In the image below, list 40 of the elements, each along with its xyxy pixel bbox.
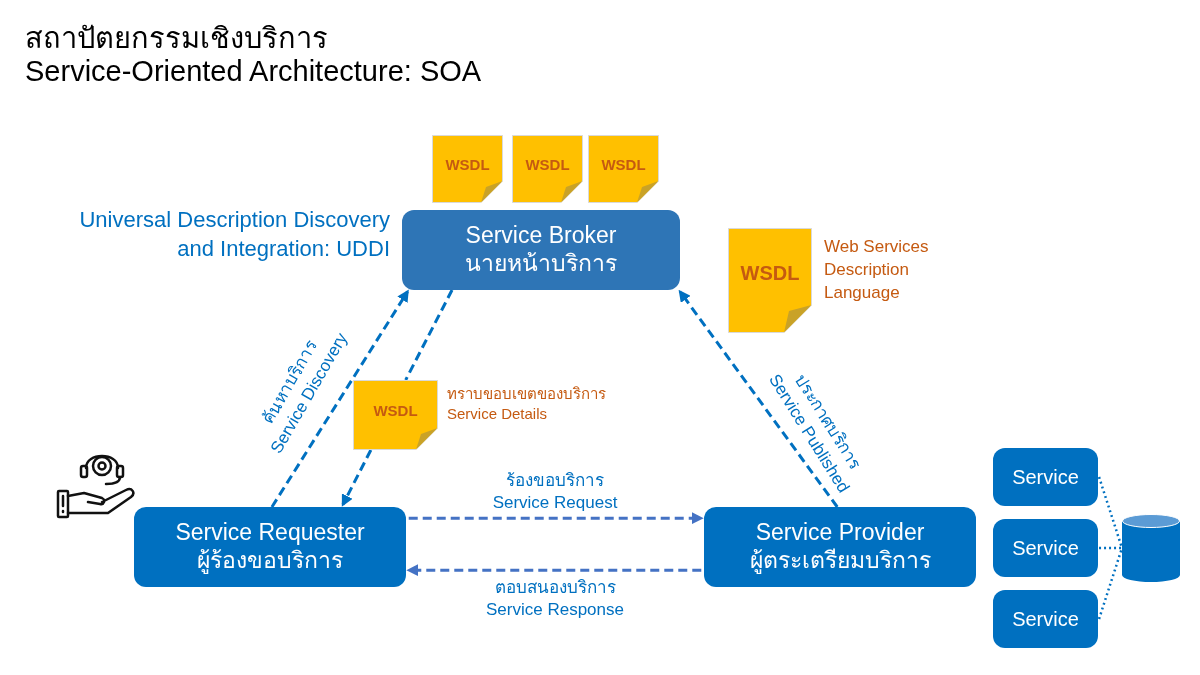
doc-label: WSDL <box>740 262 800 285</box>
doc-label: WSDL <box>445 155 490 173</box>
box-title: Service Broker <box>465 222 617 250</box>
box-title: Service <box>1012 465 1079 489</box>
box-title: Service Requester <box>175 519 365 547</box>
arrow <box>678 289 839 508</box>
box-subtitle: ผู้ร้องขอบริการ <box>197 547 343 575</box>
box-subtitle: นายหน้าบริการ <box>465 250 617 278</box>
doc-label: WSDL <box>373 401 418 419</box>
doc-label: WSDL <box>601 155 646 173</box>
service-box <box>134 507 406 587</box>
note-text: Service Details <box>447 404 549 425</box>
arrow <box>341 449 373 507</box>
service-box <box>704 507 976 587</box>
note-text: ทราบขอบเขตของบริการ <box>447 384 607 404</box>
arrow <box>406 564 702 577</box>
document-note <box>512 135 583 203</box>
box-subtitle: ผู้ตระเตรียมบริการ <box>749 547 931 575</box>
service-box <box>402 210 680 290</box>
connector-line <box>404 289 454 381</box>
box-title: Service Provider <box>755 519 925 547</box>
arrow <box>270 289 409 508</box>
box-title: Service <box>1012 607 1079 631</box>
database-cylinder <box>1122 514 1180 582</box>
document-note <box>353 380 438 450</box>
arrow <box>408 512 704 525</box>
note-text: Web Services Description Language <box>824 236 930 304</box>
connector-line <box>1097 547 1124 620</box>
connector-line <box>1097 476 1124 549</box>
document-note <box>588 135 659 203</box>
document-note <box>728 228 812 333</box>
box-title: Service <box>1012 536 1079 560</box>
service-box <box>993 448 1098 506</box>
doc-label: WSDL <box>525 155 570 173</box>
document-note <box>432 135 503 203</box>
uddi-label: Universal Description Discovery and Integration: UDDI <box>78 206 390 263</box>
title: สถาปัตยกรรมเชิงบริการ Service-Oriented Architecture: SOA <box>25 22 482 89</box>
connector-line <box>1099 546 1122 550</box>
service-box <box>993 590 1098 648</box>
service-box <box>993 519 1098 577</box>
